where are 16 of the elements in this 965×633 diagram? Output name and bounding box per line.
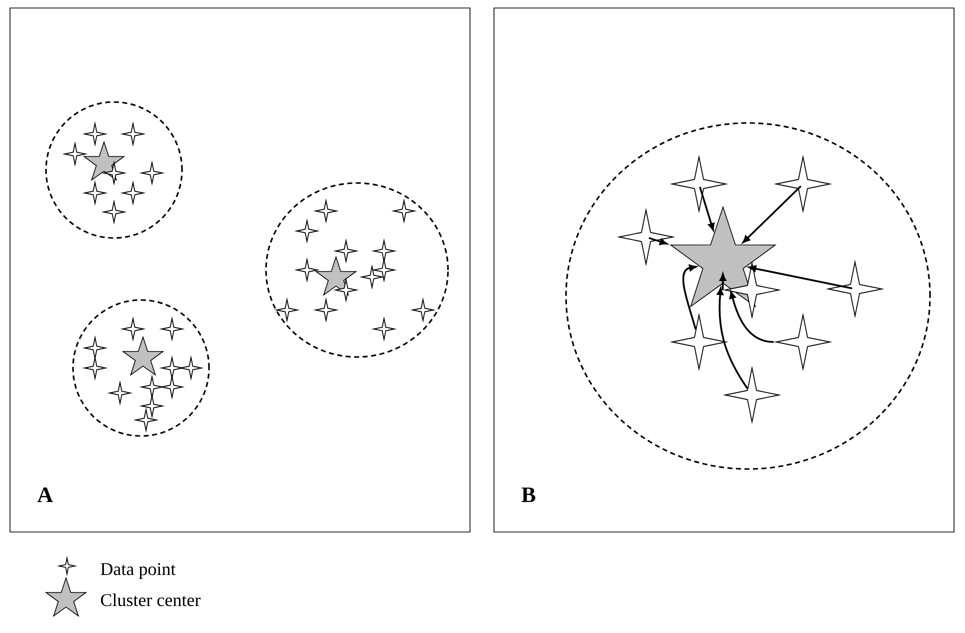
legend-text: Cluster center (100, 594, 201, 606)
arrow (682, 264, 696, 330)
legend-text: Data point (100, 563, 176, 579)
cluster-circle (72, 299, 210, 437)
panel: A (10, 8, 470, 532)
arrow (729, 291, 774, 343)
arrow (720, 274, 726, 290)
arrow (716, 288, 748, 389)
arrow (742, 185, 802, 243)
arrow (699, 186, 715, 230)
panel: B (494, 8, 954, 532)
cluster-circle (45, 101, 183, 239)
arrow (648, 237, 668, 245)
cluster-circle (565, 122, 931, 470)
cluster-circle (265, 182, 449, 358)
arrow (748, 265, 852, 290)
